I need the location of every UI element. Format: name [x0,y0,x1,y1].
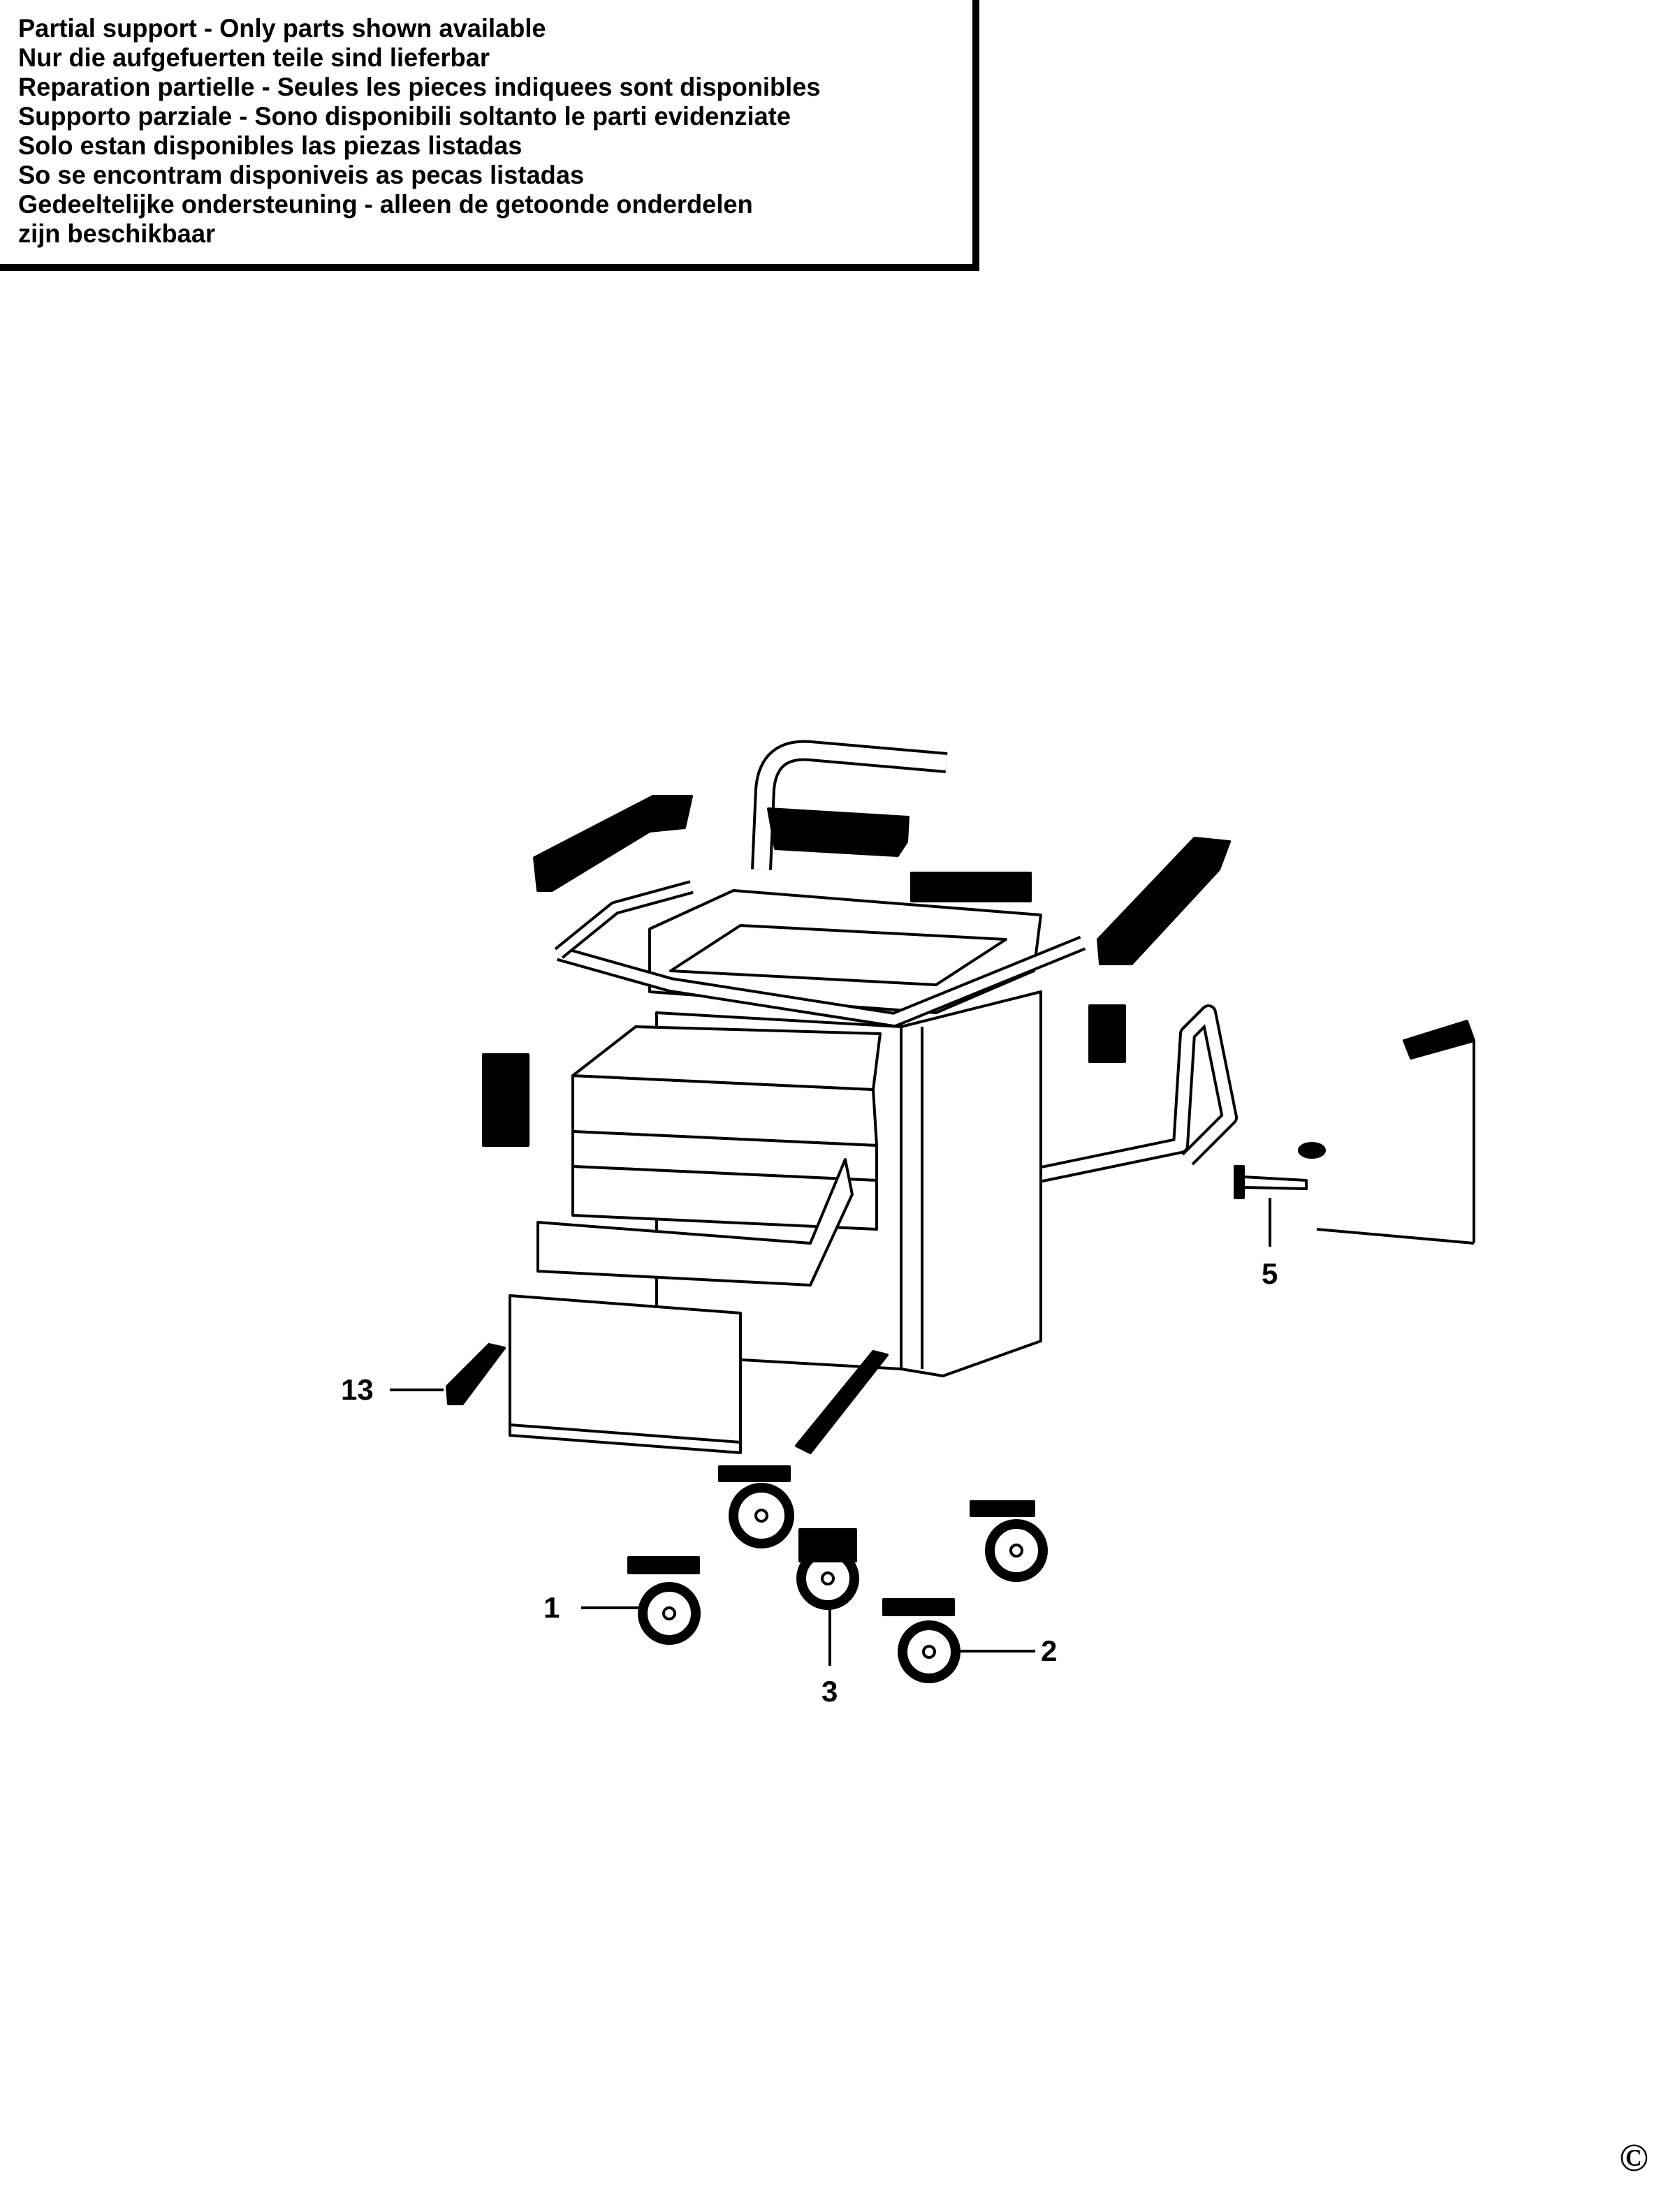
caster [970,1500,1048,1582]
callout-3: 3 [821,1675,838,1708]
notice-line-fr: Reparation partielle - Seules les pieces… [18,73,821,101]
top-handle [751,740,948,870]
notice-line-de: Nur die aufgefuerten teile sind lieferba… [18,43,490,72]
side-handle-right [976,1004,1238,1196]
drawer-slide-parts [446,1343,889,1454]
caster [718,1465,794,1548]
notice-line-nl-cont: zijn beschikbaar [18,219,216,248]
casters [627,1465,1048,1683]
callout-13: 13 [341,1373,374,1406]
drawer-stack [509,1025,882,1454]
caster-part-1 [627,1556,701,1645]
caster-part-3 [796,1528,859,1610]
callout-lines [390,1389,1035,1666]
notice-line-en: Partial support - Only parts shown avail… [18,14,546,43]
caster-part-2 [882,1598,960,1683]
callout-5: 5 [1262,1257,1278,1290]
part-5-bracket [1234,1041,1475,1247]
notice-line-pt: So se encontram disponiveis as pecas lis… [18,161,585,189]
partial-support-notice: Partial support - Only parts shown avail… [0,0,979,271]
notice-line-it: Supporto parziale - Sono disponibili sol… [18,102,791,131]
top-frame [554,880,1086,1027]
copyright-symbol: © [1619,2137,1649,2180]
callout-2: 2 [1041,1634,1058,1667]
notice-line-nl: Gedeeltelijke ondersteuning - alleen de … [18,190,753,219]
callout-1: 1 [543,1591,560,1624]
notice-line-es: Solo estan disponibles las piezas listad… [18,131,523,160]
